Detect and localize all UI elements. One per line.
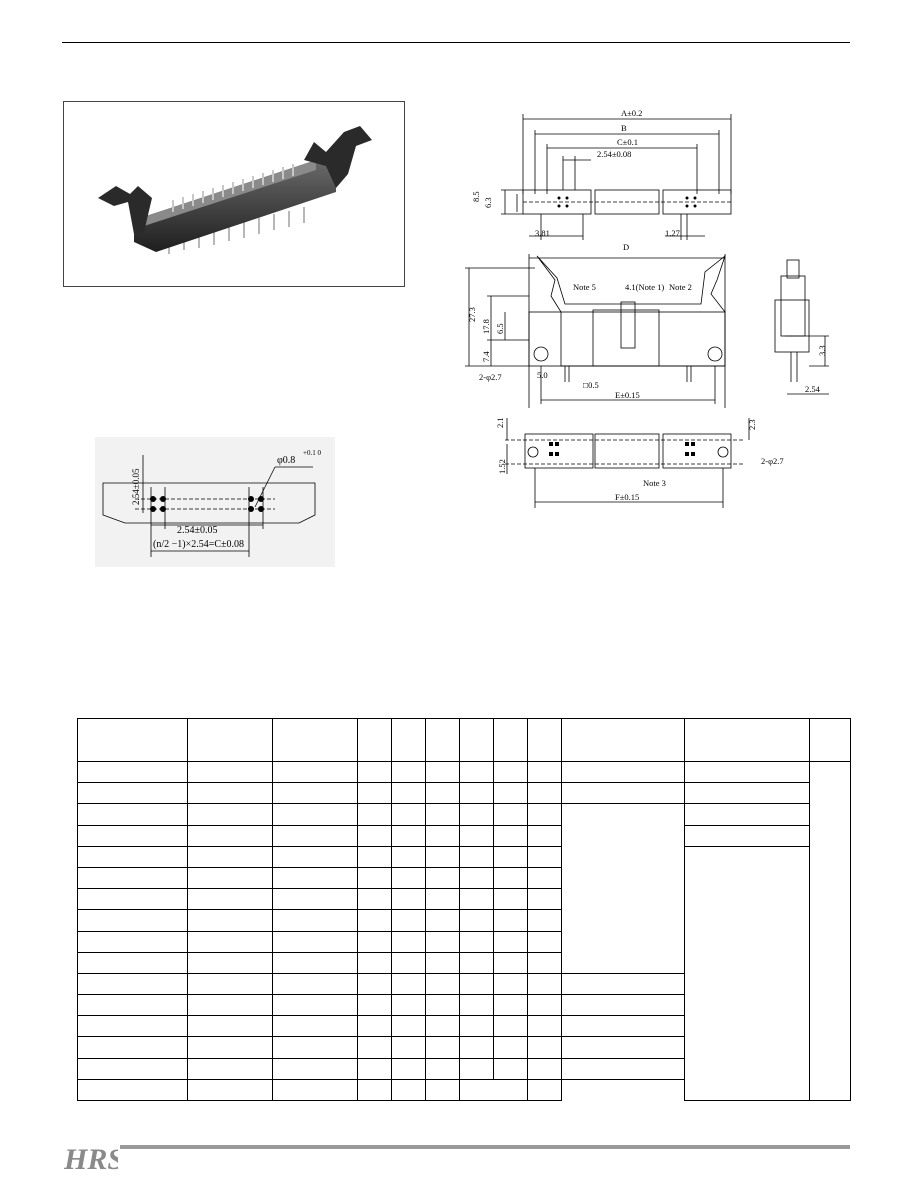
dim-pitch-label: 2.54±0.08: [597, 149, 631, 159]
pcb-hole-label: φ0.8: [277, 455, 295, 466]
dim-b-label: B: [621, 123, 627, 133]
table-row: [77, 782, 851, 805]
dim-178-label: 17.8: [481, 319, 491, 334]
dim-85-label: 8.5: [471, 191, 481, 202]
dim-a-label: A±0.2: [621, 108, 642, 118]
table-row: [77, 930, 851, 953]
note2-label: Note 2: [669, 282, 692, 292]
table-row: [77, 803, 851, 974]
dim-21-label: 2.1: [495, 417, 505, 428]
dim-e-label: E±0.15: [615, 390, 640, 400]
dim-152-label: 1.52: [497, 459, 507, 474]
table-row: [77, 760, 851, 1101]
dim-63-label: 6.3: [483, 197, 493, 208]
pcb-hole-tolerance: +0.1 0: [303, 449, 321, 457]
dim-d-label: D: [623, 242, 629, 252]
dim-c-label: C±0.1: [617, 137, 638, 147]
dim-50-label: 5.0: [537, 370, 548, 380]
pcb-layout-drawing: φ0.8 +0.1 0 2.54±0.05 2.54±0.05 (n/2 −1)…: [95, 437, 335, 572]
dim-65-label: 6.5: [495, 323, 505, 334]
dim-33-label: 3.3: [817, 345, 827, 356]
table-row: [77, 1057, 851, 1080]
hole-27b-label: 2-φ2.7: [761, 456, 784, 466]
note5-label: Note 5: [573, 282, 596, 292]
dim-381-label: 3.81: [535, 228, 550, 238]
header-rule: [62, 42, 850, 43]
table-header-row: [77, 718, 851, 762]
table-row: [77, 1078, 851, 1102]
dim-74-label: 7.4: [481, 351, 491, 362]
dimension-drawing: A±0.2 B C±0.1 2.54±0.08 8.5 6.3 3.81 1.2…: [465, 104, 845, 513]
hole-27-label: 2-φ2.7: [479, 372, 502, 382]
dim-254-label: 2.54: [805, 384, 821, 394]
note3-label: Note 3: [643, 478, 666, 488]
table-row: [77, 1015, 851, 1038]
table-row: [77, 951, 851, 974]
hrs-logo: HRS: [63, 1141, 124, 1178]
dim-273-label: 27.3: [467, 307, 477, 322]
logo-text: HRS: [64, 1143, 118, 1173]
table-row: [77, 972, 851, 996]
table-row: [77, 1036, 851, 1059]
table-row: [77, 909, 851, 932]
footer-rule: [120, 1145, 850, 1149]
pcb-vertical-pitch: 2.54±0.05: [131, 468, 141, 505]
pin-05-label: □0.5: [583, 380, 599, 390]
table-row: [77, 845, 851, 1102]
table-row: [77, 866, 851, 890]
dim-23-label: 2.3: [747, 419, 757, 430]
product-photo: [63, 101, 405, 287]
table-row: [77, 824, 851, 847]
note1-label: 4.1(Note 1): [625, 282, 664, 292]
pcb-pitch-formula: (n/2 −1)×2.54=C±0.08: [153, 539, 244, 550]
specification-table: [77, 718, 851, 1102]
dim-f-label: F±0.15: [615, 492, 639, 502]
pcb-horizontal-pitch: 2.54±0.05: [177, 525, 218, 536]
dim-127-label: 1.27: [665, 228, 680, 238]
